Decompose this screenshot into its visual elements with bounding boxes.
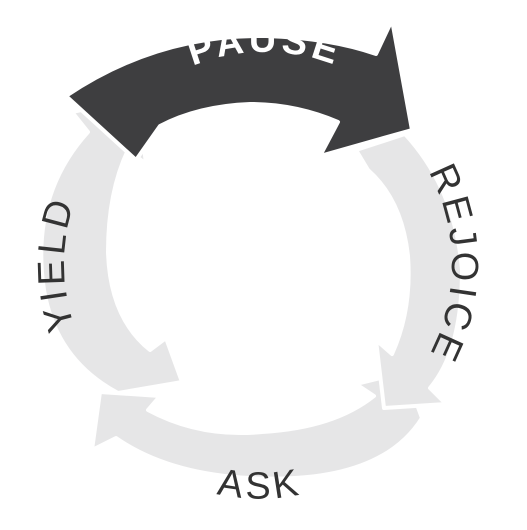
- cycle-arrow-ask: [90, 370, 424, 481]
- cycle-arrow-yield: [39, 96, 184, 395]
- step-label-yield: YIELD: [31, 192, 83, 337]
- cycle-arrow-rejoice: [354, 132, 464, 410]
- cycle-arrow-pause: [64, 18, 414, 162]
- step-label-ask: ASK: [215, 462, 305, 508]
